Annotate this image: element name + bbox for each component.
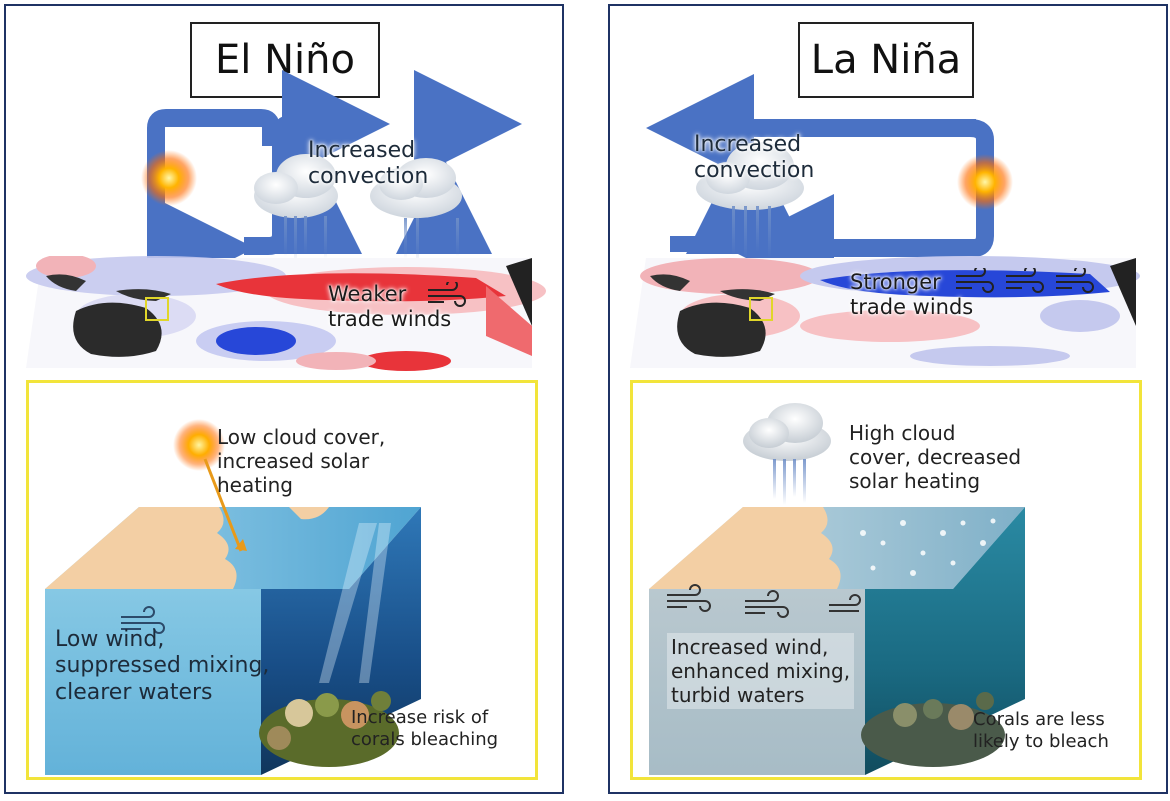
la-nina-reef-cube [649,403,1025,775]
sun-icon [957,154,1013,210]
circulation-arrow-left [147,109,280,266]
la-nina-title: La Niña [810,37,962,83]
sun-icon [173,419,225,471]
rain-icon [732,206,771,260]
el-nino-sst-map [26,256,546,371]
la-nina-title-box: La Niña [798,22,974,98]
cloud-icon [370,158,462,218]
la-nina-inset-wind-label: Increased wind, enhanced mixing, turbid … [667,633,855,709]
la-nina-convection-label: Increased convection [694,132,815,184]
la-nina-circulation-diagram [646,74,1013,266]
el-nino-inset-cloud-label: Low cloud cover, increased solar heating [217,425,386,497]
cloud-icon [743,403,831,461]
circulation-arrow-right [414,70,522,251]
coastline-land [45,507,237,589]
australia-landmass [677,302,766,357]
cloud-icon [696,142,804,210]
la-nina-wind-label: Stronger trade winds [850,270,974,320]
rain-icon [284,216,459,262]
rain-icon [773,459,806,505]
wind-icon [428,282,466,307]
el-nino-panel: El Niño [4,4,564,794]
coral-reef-icon [861,692,1005,767]
la-nina-inset-cloud-label: High cloud cover, decreased solar heatin… [849,421,1022,493]
sun-icon [141,150,197,206]
el-nino-inset: Low cloud cover, increased solar heating… [26,380,538,780]
coral-reef-icon [259,691,399,767]
wind-icon [121,606,165,634]
wind-icon [956,268,1094,293]
el-nino-reef-cube [45,419,421,775]
wind-icon [667,584,861,618]
el-nino-circulation-diagram [141,70,522,266]
la-nina-inset: High cloud cover, decreased solar heatin… [630,380,1142,780]
el-nino-wind-label: Weaker trade winds [328,282,452,332]
la-nina-inset-coral-label: Corals are less likely to bleach [973,709,1109,752]
solar-arrow [203,458,243,552]
la-nina-panel: La Niña [608,4,1168,794]
cloud-icon [254,154,338,218]
australia-landmass [73,302,162,357]
circulation-arrow-right [726,119,994,266]
circulation-arrow-left-rise [670,158,782,254]
reef-location-box [749,297,773,321]
el-nino-inset-coral-label: Increase risk of corals bleaching [351,707,499,750]
coastline-land [649,507,841,589]
el-nino-inset-wind-label: Low wind, suppressed mixing, clearer wat… [55,627,270,705]
reef-location-box [145,297,169,321]
el-nino-convection-label: Increased convection [308,138,429,190]
